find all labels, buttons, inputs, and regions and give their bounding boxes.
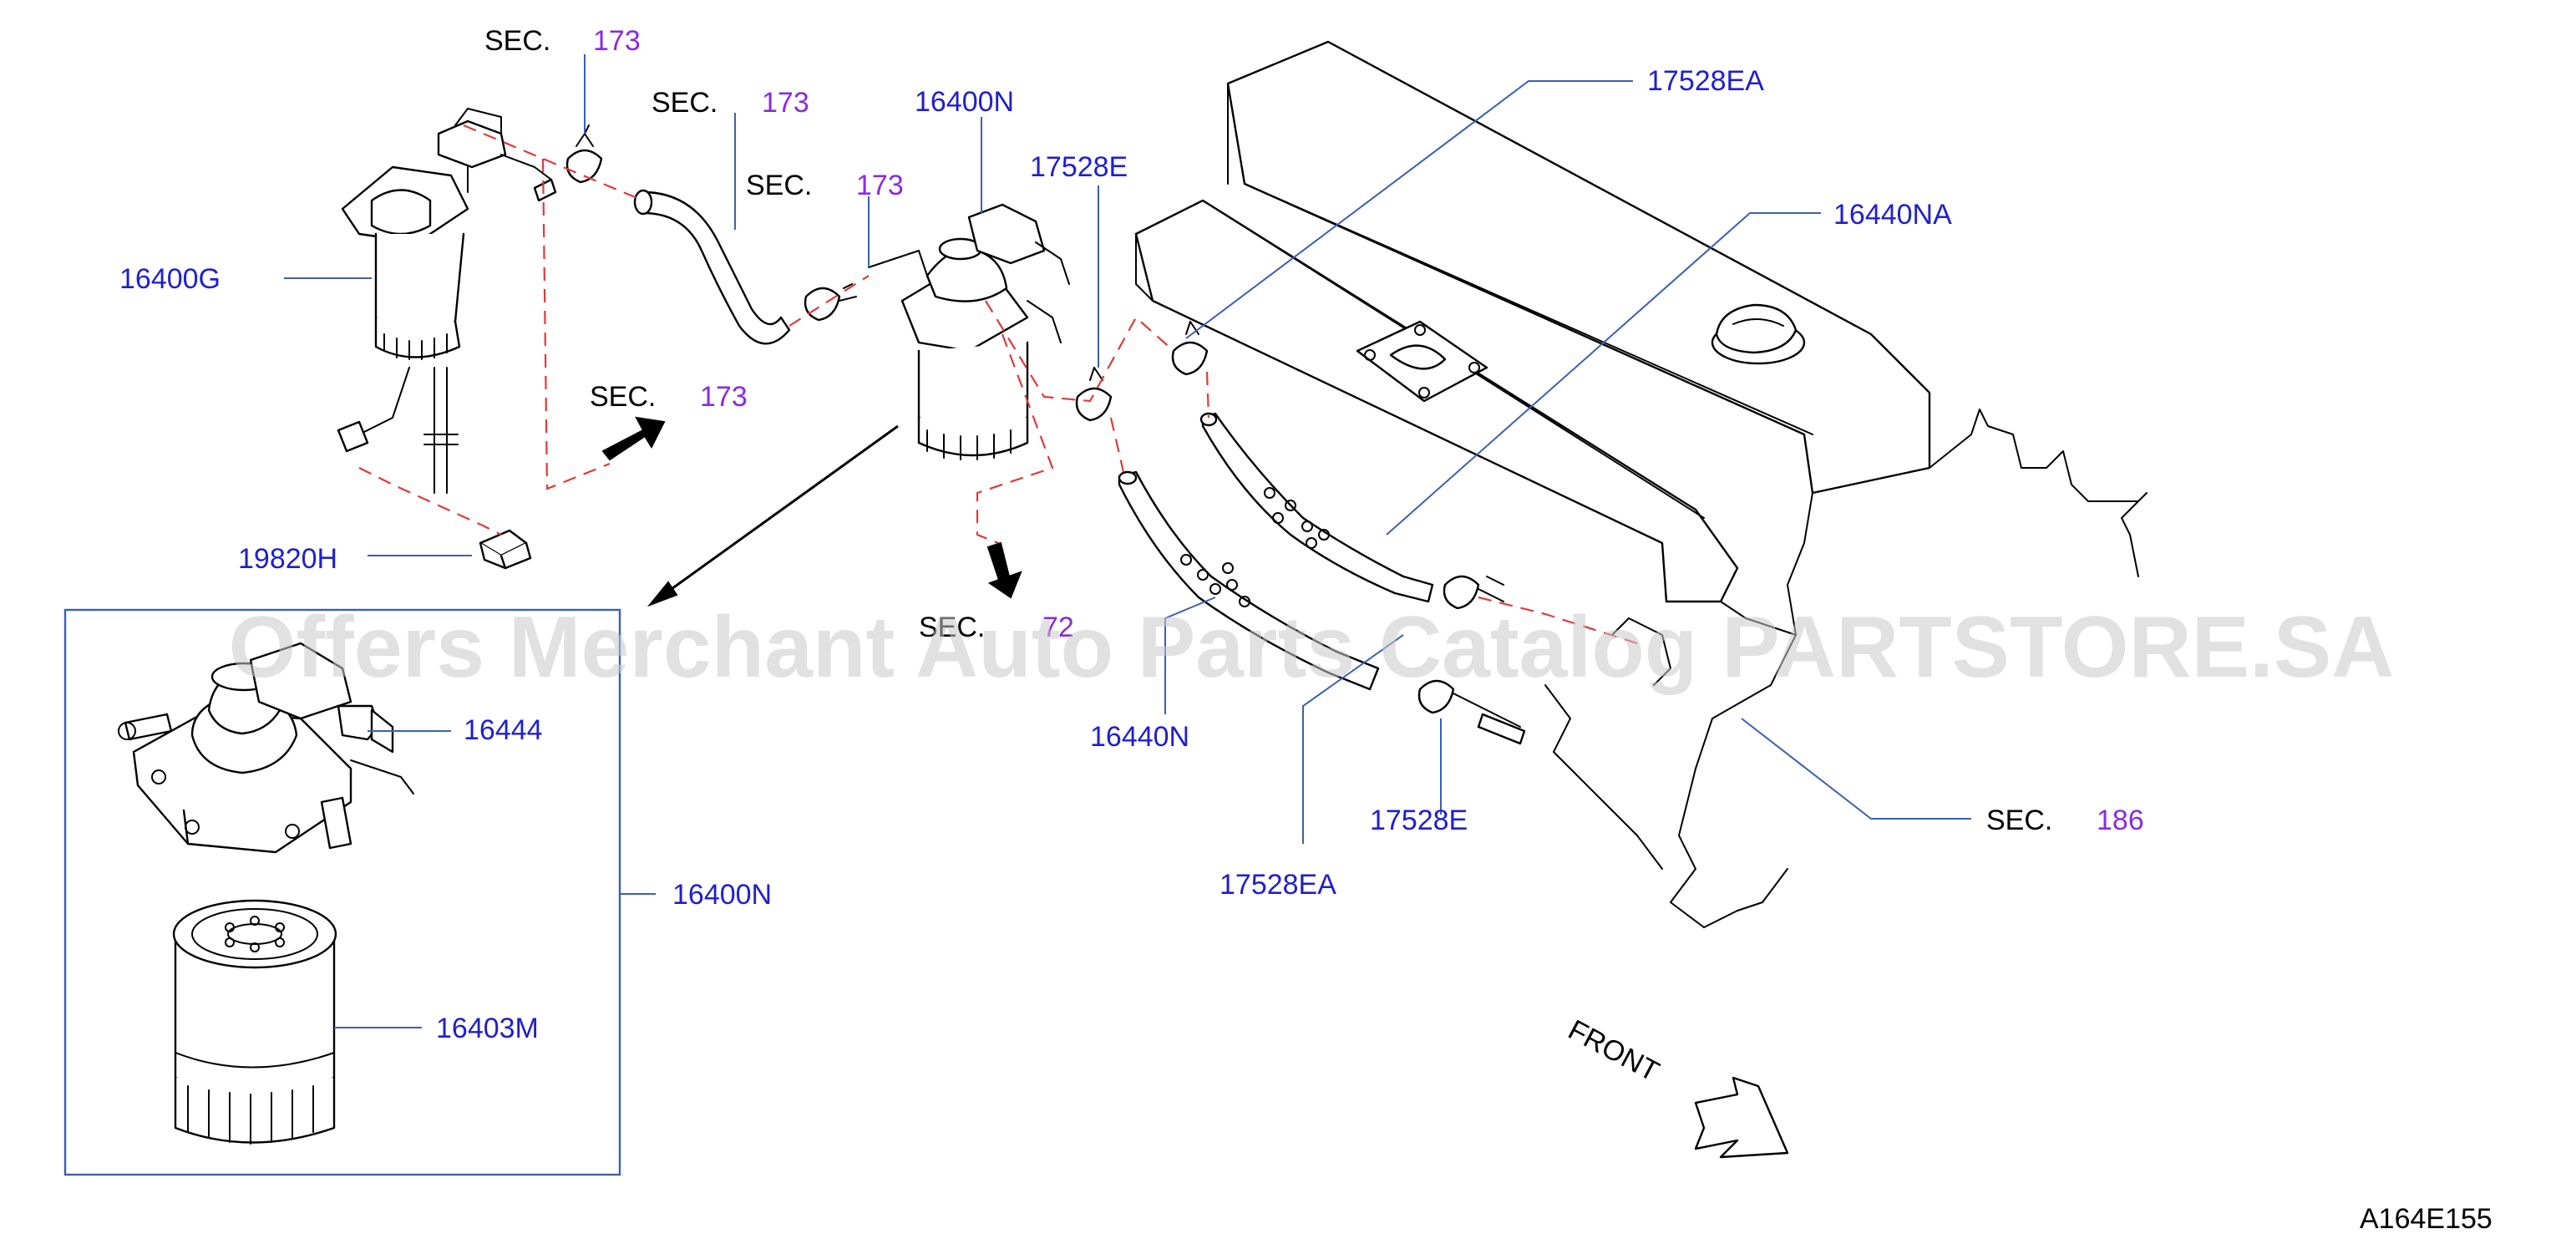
- sec-number-72[interactable]: 72: [1042, 612, 1074, 643]
- hose-sec173: [633, 189, 791, 345]
- filter-element-16403m: [172, 899, 337, 1145]
- fuel-filter-16400g: [337, 108, 557, 494]
- detail-box-16400n: [63, 608, 621, 1176]
- sec-prefix: SEC.: [746, 170, 812, 201]
- front-arrow: [1694, 1076, 1789, 1159]
- sec-label-5: SEC. 72: [919, 612, 1074, 643]
- detail-arrow: [647, 424, 899, 607]
- clamp-17528ea-upper: [1171, 321, 1209, 376]
- sec-label-1: SEC. 173: [484, 25, 641, 57]
- engine-block: [1134, 40, 2148, 928]
- clamp-17528e-upper: [1075, 367, 1113, 422]
- part-label-16400n-box[interactable]: 16400N: [672, 879, 772, 911]
- connector-19820h: [479, 529, 532, 570]
- sec-number-173[interactable]: 173: [856, 170, 904, 201]
- part-label-19820h[interactable]: 19820H: [238, 543, 337, 575]
- clamp-sec173-top: [565, 124, 603, 184]
- sec-label-2: SEC. 173: [652, 87, 809, 119]
- part-label-17528ea-bottom[interactable]: 17528EA: [1220, 869, 1336, 901]
- sec-prefix: SEC.: [590, 381, 656, 413]
- diagram-code: A164E155: [2360, 1203, 2492, 1235]
- front-label: FRONT: [1563, 1014, 1664, 1089]
- part-label-17528ea-top[interactable]: 17528EA: [1647, 65, 1764, 97]
- sec-prefix: SEC.: [919, 612, 985, 643]
- part-label-16444[interactable]: 16444: [464, 714, 543, 746]
- watermark: Offers Merchant Auto Parts Catalog PARTS…: [229, 599, 2395, 696]
- sec-number-173[interactable]: 173: [762, 87, 809, 119]
- part-label-17528e-bottom[interactable]: 17528E: [1370, 805, 1468, 836]
- hose-16440na: [1199, 412, 1504, 610]
- part-label-16440na[interactable]: 16440NA: [1833, 199, 1952, 231]
- fuel-filter-16400n-top: [868, 203, 1070, 460]
- sec-prefix: SEC.: [652, 87, 718, 119]
- sec-label-4: SEC. 173: [590, 381, 748, 413]
- section-arrow-72: [986, 541, 1022, 599]
- sec-prefix: SEC.: [1986, 805, 2052, 836]
- part-label-17528e-top[interactable]: 17528E: [1030, 151, 1128, 183]
- part-label-16400g[interactable]: 16400G: [119, 263, 221, 295]
- sec-number-173[interactable]: 173: [700, 381, 748, 413]
- sec-prefix: SEC.: [484, 25, 550, 57]
- sec-number-173[interactable]: 173: [593, 25, 641, 57]
- sec-label-6: SEC. 186: [1986, 805, 2144, 836]
- section-arrow-173: [601, 416, 666, 461]
- priming-pump-16444: [118, 642, 414, 854]
- part-label-16400n-top[interactable]: 16400N: [915, 86, 1014, 118]
- hose-16440n: [1118, 470, 1526, 745]
- part-label-16403m[interactable]: 16403M: [436, 1013, 539, 1044]
- part-label-16440n[interactable]: 16440N: [1090, 721, 1189, 753]
- leader-lines: [284, 54, 1971, 1028]
- sec-label-3: SEC. 173: [746, 170, 904, 201]
- sec-number-186[interactable]: 186: [2097, 805, 2144, 836]
- clamp-sec173-middle: [804, 283, 857, 322]
